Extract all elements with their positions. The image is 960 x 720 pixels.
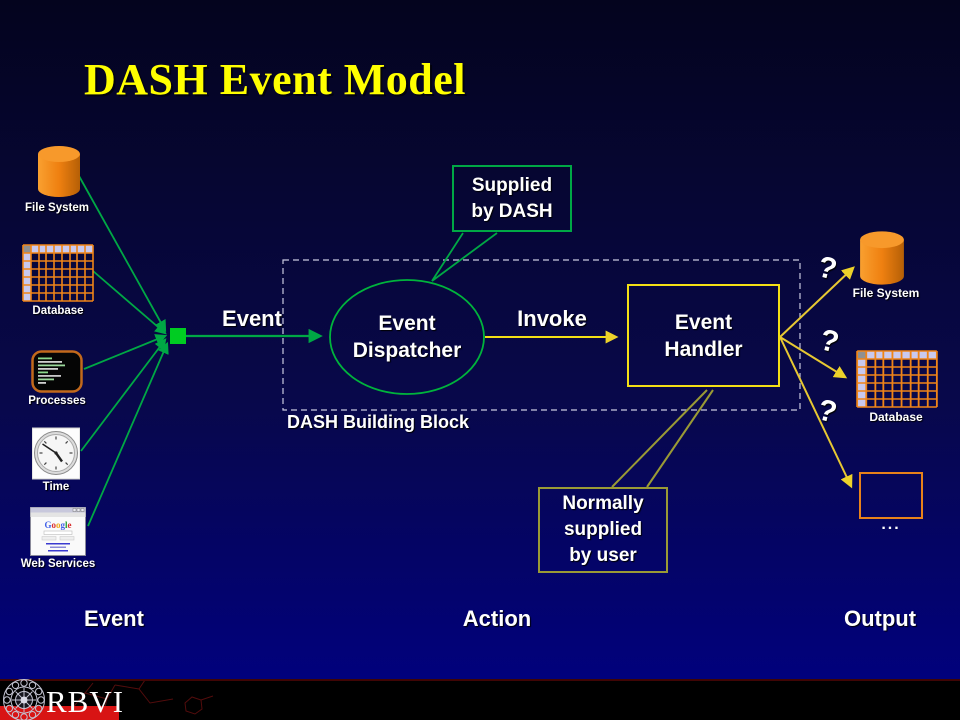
invoke-label: Invoke [517, 306, 587, 331]
event-dispatcher-node: Event Dispatcher [330, 310, 484, 364]
building-block-label: DASH Building Block [287, 412, 470, 432]
source-label-file-system: File System [25, 202, 89, 214]
source-label-processes: Processes [28, 395, 86, 407]
user-line3: by user [569, 545, 637, 566]
source-lines [78, 175, 169, 527]
output-placeholder-box [859, 472, 923, 519]
handler-line1: Event [674, 310, 733, 334]
page-title: DASH Event Model [84, 55, 466, 104]
file-system-icon [38, 146, 80, 197]
supplied-line1: Supplied [471, 174, 553, 196]
user-line2: supplied [563, 519, 643, 540]
column-label-event: Event [84, 606, 144, 631]
column-label-output: Output [843, 606, 917, 631]
database-output-icon [856, 350, 938, 408]
supplied-line2: by DASH [471, 200, 553, 222]
dispatcher-line1: Event [378, 312, 436, 335]
user-callout-pointer [611, 389, 714, 488]
database-icon [22, 244, 94, 302]
event-dispatcher-ellipse [329, 279, 485, 395]
footer-band: RBVI [0, 679, 960, 720]
event-merge-square [170, 328, 186, 344]
file-system-output-icon [860, 231, 904, 285]
rbvi-logo-icon [3, 679, 45, 720]
dispatcher-line2: Dispatcher [352, 339, 462, 362]
event-handler-node: Event Handler [627, 284, 780, 387]
supplied-callout-pointer [431, 232, 498, 282]
rbvi-logo-text: RBVI [46, 684, 125, 719]
source-label-time: Time [42, 481, 70, 493]
output-label-more: ... [881, 516, 901, 533]
clock-icon [32, 427, 80, 480]
output-label-file-system: File System [852, 286, 920, 300]
processes-icon [31, 350, 83, 393]
source-label-web-services: Web Services [20, 558, 96, 570]
handler-line2: Handler [664, 337, 743, 361]
column-label-action: Action [462, 606, 532, 631]
supplied-by-user-callout: Normally supplied by user [538, 487, 668, 573]
web-browser-icon: Google [30, 507, 86, 556]
output-arrows [779, 266, 855, 489]
output-label-database: Database [869, 410, 923, 424]
google-logo-text: Google [44, 520, 71, 530]
source-label-database: Database [32, 305, 84, 317]
dash-building-block-outline [282, 259, 801, 411]
user-line1: Normally [562, 493, 644, 514]
supplied-by-dash-callout: Supplied by DASH [452, 165, 572, 232]
event-flow-label: Event [222, 306, 282, 331]
